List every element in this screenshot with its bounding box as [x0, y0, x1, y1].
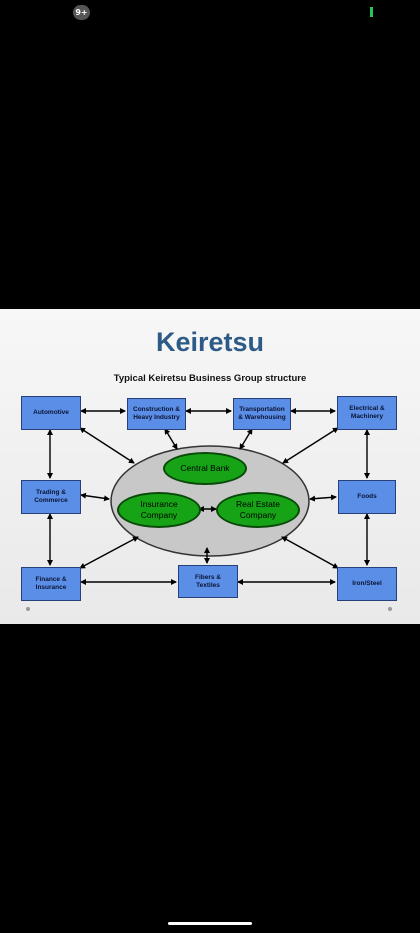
home-indicator[interactable] — [168, 922, 252, 925]
core-ellipse — [110, 445, 310, 557]
keiretsu-slide: Keiretsu Typical Keiretsu Business Group… — [0, 309, 420, 624]
node-finance-insurance: Finance & Insurance — [21, 567, 81, 601]
battery-icon — [370, 7, 373, 17]
slide-dot-right — [388, 607, 392, 611]
core-central-bank: Central Bank — [163, 452, 247, 485]
node-transportation-warehousing: Transportation & Warehousing — [233, 398, 291, 430]
node-automotive: Automotive — [21, 396, 81, 430]
node-electrical-machinery: Electrical & Machinery — [337, 396, 397, 430]
slide-dot-left — [26, 607, 30, 611]
node-iron-steel: Iron/Steel — [337, 567, 397, 601]
slide-title: Keiretsu — [155, 327, 265, 357]
node-foods: Foods — [338, 480, 396, 514]
notification-badge[interactable]: 9+ — [73, 5, 90, 20]
node-trading-commerce: Trading & Commerce — [21, 480, 81, 514]
core-real-estate-company: Real Estate Company — [216, 492, 300, 528]
node-fibers-textiles: Fibers & Textiles — [178, 565, 238, 598]
diagram-connections — [47, 408, 370, 585]
slide-subtitle: Typical Keiretsu Business Group structur… — [113, 373, 307, 384]
core-insurance-company: Insurance Company — [117, 492, 201, 528]
node-construction-heavy-industry: Construction & Heavy Industry — [127, 398, 186, 430]
status-bar: 9+ — [0, 0, 420, 26]
